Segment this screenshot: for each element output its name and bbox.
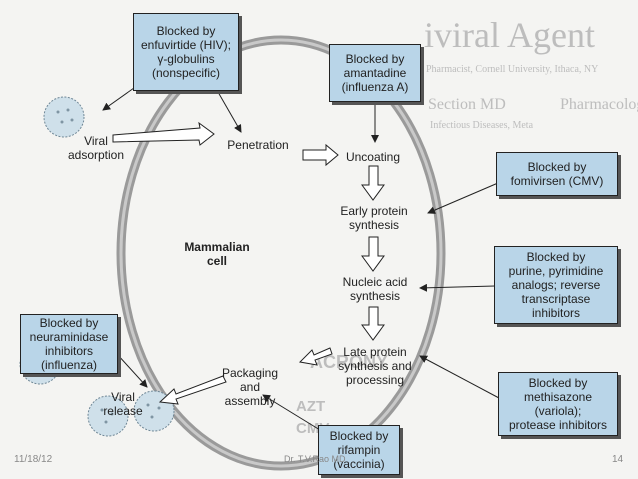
bg-line-4: Pharmacology (560, 96, 638, 113)
virus-particle-top (43, 96, 85, 138)
arrow-penetration-to-uncoating (302, 143, 339, 167)
block-arrow-rifampin-to-packaging (262, 394, 321, 431)
arrow-packaging-to-release (158, 375, 227, 405)
footer-date: 11/18/12 (14, 454, 53, 465)
bg-line-1: Pharmacist, Cornell University, Ithaca, … (426, 64, 599, 75)
block-arrow-neuraminidase-to-release (116, 353, 148, 388)
arrow-uncoating-to-early (361, 165, 385, 201)
stage-uncoating: Uncoating (345, 150, 401, 164)
stage-penetration: Penetration (227, 138, 289, 152)
bg-line-6: AZT (296, 398, 326, 415)
bg-line-2: Infectious Diseases, Meta (430, 120, 534, 131)
footer-author: Dr. T.V.Rao MD (284, 454, 346, 464)
virus-particle-release-2 (87, 395, 129, 437)
block-arrow-purine-to-nucleic (419, 283, 496, 292)
arrow-adsorption-to-penetration (112, 121, 215, 146)
arrow-late-to-packaging (298, 347, 333, 366)
bg-line-3: Section MD (428, 96, 506, 113)
block-arrow-fomivirsen-to-early (427, 182, 499, 214)
block-arrow-methisazone-to-late (419, 355, 500, 399)
arrow-early-to-nucleic (361, 236, 385, 272)
block-arrow-enfuvirtide-to-penetration (217, 91, 242, 133)
arrow-nucleic-to-late (361, 306, 385, 341)
footer-page-number: 14 (612, 454, 624, 465)
bg-line-5: ACRONY (310, 352, 389, 372)
bg-heading: iviral Agent (424, 15, 595, 55)
